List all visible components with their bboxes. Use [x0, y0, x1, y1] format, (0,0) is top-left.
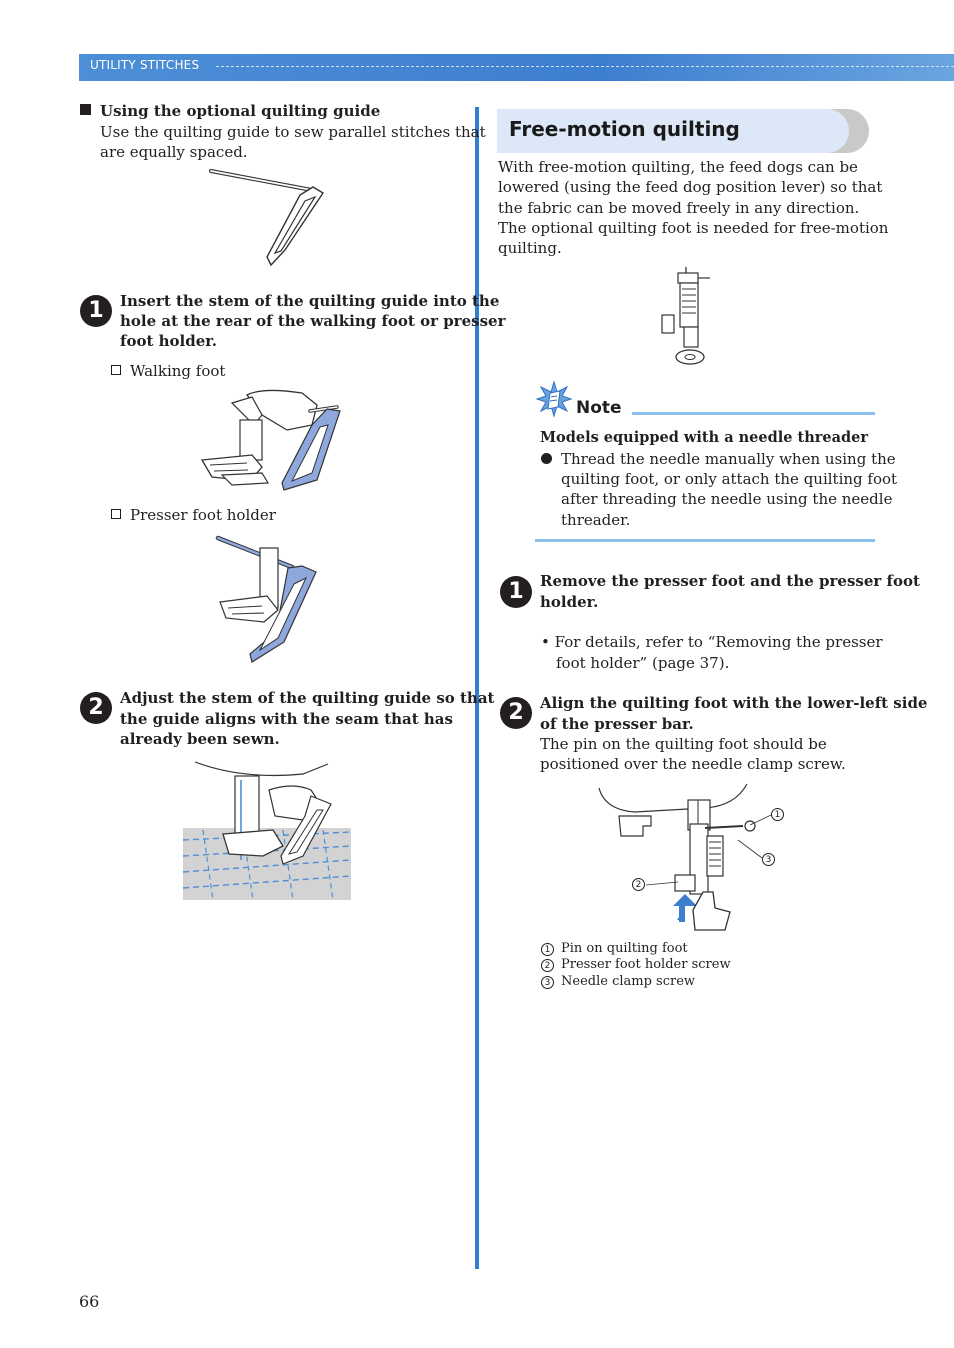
step-1-number: 1: [80, 295, 112, 327]
guide-text-line-2: are equally spaced.: [100, 143, 248, 161]
presser-holder-label: Presser foot holder: [130, 506, 276, 524]
right-step-1-detail-1: • For details, refer to “Removing the pr…: [541, 633, 883, 651]
callout-1: 1: [771, 808, 784, 821]
presser-bar-illustration: [598, 783, 756, 931]
presser-holder-checkbox: [111, 509, 121, 519]
intro-line-4: The optional quilting foot is needed for…: [498, 219, 889, 237]
step-1-text-line-3: foot holder.: [120, 332, 218, 350]
quilting-guide-illustration: [209, 169, 324, 267]
callout-3: 3: [762, 853, 775, 866]
note-bullet: [541, 453, 552, 464]
step-2-text-line-1: Adjust the stem of the quilting guide so…: [120, 689, 495, 707]
section-title-background: [497, 109, 869, 153]
step-2-text-line-3: already been sewn.: [120, 730, 280, 748]
step-1-text-line-1: Insert the stem of the quilting guide in…: [120, 292, 500, 310]
legend-3-num: 3: [541, 976, 554, 989]
section-header: UTILITY STITCHES: [90, 58, 200, 72]
right-step-1-line-1: Remove the presser foot and the presser …: [540, 572, 920, 590]
right-step-1-number: 1: [500, 576, 532, 608]
intro-line-5: quilting.: [498, 239, 562, 257]
intro-line-1: With free-motion quilting, the feed dogs…: [498, 158, 858, 176]
section-title: Free-motion quilting: [509, 117, 740, 141]
guide-text-line-1: Use the quilting guide to sew parallel s…: [100, 123, 486, 141]
sewing-with-guide-illustration: [182, 761, 352, 901]
header-rule: [216, 66, 954, 67]
walking-foot-illustration: [200, 389, 341, 491]
square-bullet: [80, 104, 91, 115]
legend-2-num: 2: [541, 959, 554, 972]
note-rule-top: [632, 412, 875, 415]
presser-holder-illustration: [215, 535, 317, 663]
right-step-2-detail-2: positioned over the needle clamp screw.: [540, 755, 846, 773]
guide-heading: Using the optional quilting guide: [100, 102, 381, 120]
right-step-1-line-2: holder.: [540, 593, 599, 611]
legend-1-num: 1: [541, 943, 554, 956]
intro-line-3: the fabric can be moved freely in any di…: [498, 199, 860, 217]
note-line-4: threader.: [561, 511, 631, 529]
legend-3-text: Needle clamp screw: [561, 974, 696, 989]
callout-2: 2: [632, 878, 645, 891]
right-step-2-number: 2: [500, 697, 532, 729]
note-title: Note: [576, 398, 622, 418]
note-line-3: after threading the needle using the nee…: [561, 490, 893, 508]
walking-foot-label: Walking foot: [130, 362, 226, 380]
step-1-text-line-2: hole at the rear of the walking foot or …: [120, 312, 506, 330]
right-step-2-detail-1: The pin on the quilting foot should be: [540, 735, 827, 753]
column-divider: [475, 107, 479, 1269]
right-step-2-line-1: Align the quilting foot with the lower-l…: [540, 694, 928, 712]
walking-foot-checkbox: [111, 365, 121, 375]
note-heading: Models equipped with a needle threader: [540, 429, 869, 446]
right-step-1-detail-2: foot holder” (page 37).: [556, 654, 730, 672]
note-line-1: Thread the needle manually when using th…: [561, 450, 896, 468]
legend-2-text: Presser foot holder screw: [561, 957, 731, 972]
intro-line-2: lowered (using the feed dog position lev…: [498, 178, 883, 196]
step-2-number: 2: [80, 692, 112, 724]
legend-1-text: Pin on quilting foot: [561, 941, 688, 956]
header-bar: [79, 54, 954, 81]
note-icon: [535, 380, 573, 418]
right-step-2-line-2: of the presser bar.: [540, 715, 694, 733]
note-rule-bottom: [535, 539, 875, 542]
callout-leaders: [645, 814, 772, 886]
quilting-foot-illustration: [661, 267, 710, 365]
note-line-2: quilting foot, or only attach the quilti…: [561, 470, 898, 488]
page-number: 66: [79, 1292, 100, 1311]
step-2-text-line-2: the guide aligns with the seam that has: [120, 710, 453, 728]
